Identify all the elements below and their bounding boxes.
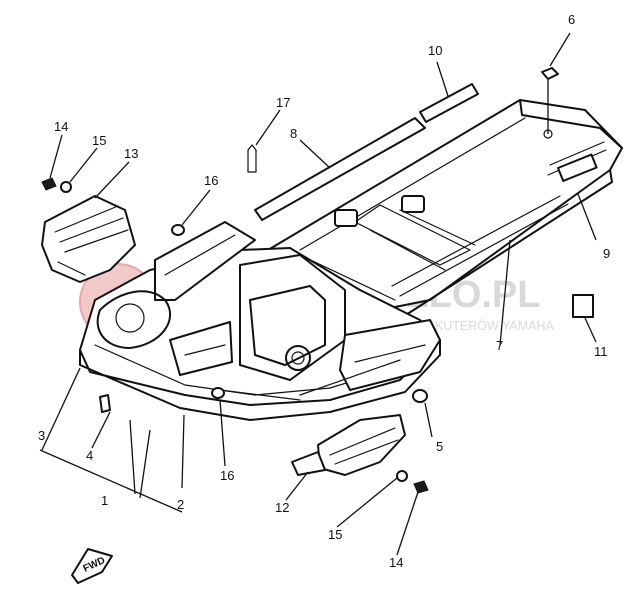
callout-4: 4 <box>86 448 93 463</box>
callout-9: 9 <box>603 246 610 261</box>
callout-14-top: 14 <box>54 119 68 134</box>
callout-6: 6 <box>568 12 575 27</box>
nut-16-top <box>171 224 185 236</box>
callout-1: 1 <box>101 493 108 508</box>
callout-13: 13 <box>124 146 138 161</box>
callout-12: 12 <box>275 500 289 515</box>
side-panel-13 <box>41 195 136 283</box>
callout-8: 8 <box>290 126 297 141</box>
callout-3: 3 <box>38 428 45 443</box>
callout-16-bottom: 16 <box>220 468 234 483</box>
callout-7: 7 <box>496 338 503 353</box>
nut-16-bottom <box>211 387 225 399</box>
washer-15-bottom <box>396 470 408 482</box>
callout-15-bottom: 15 <box>328 527 342 542</box>
bolt-17 <box>247 144 257 173</box>
callout-15-top: 15 <box>92 133 106 148</box>
callout-16-top: 16 <box>204 173 218 188</box>
callout-17: 17 <box>276 95 290 110</box>
nut-5 <box>412 389 428 403</box>
tunnel-frame <box>267 99 623 323</box>
fwd-arrow: FWD <box>71 548 113 584</box>
leader-lines <box>39 32 597 556</box>
callout-10: 10 <box>428 43 442 58</box>
bolt-14-bottom <box>413 480 429 494</box>
washer-15-top <box>60 181 72 193</box>
cap-6 <box>541 67 559 80</box>
decal-11 <box>572 294 594 318</box>
front-chassis <box>79 221 441 421</box>
callout-2: 2 <box>177 497 184 512</box>
strip-10 <box>419 83 479 123</box>
guard-12 <box>291 414 406 476</box>
bolt-4 <box>99 394 111 413</box>
bolt-14-top <box>41 177 57 191</box>
strip-8 <box>254 117 426 221</box>
callout-11: 11 <box>594 344 608 359</box>
hardware <box>41 67 559 494</box>
callout-labels: 1 2 3 4 5 6 7 8 9 10 11 12 13 14 15 16 1… <box>38 12 610 570</box>
callout-14-bottom: 14 <box>389 555 403 570</box>
callout-5: 5 <box>436 439 443 454</box>
